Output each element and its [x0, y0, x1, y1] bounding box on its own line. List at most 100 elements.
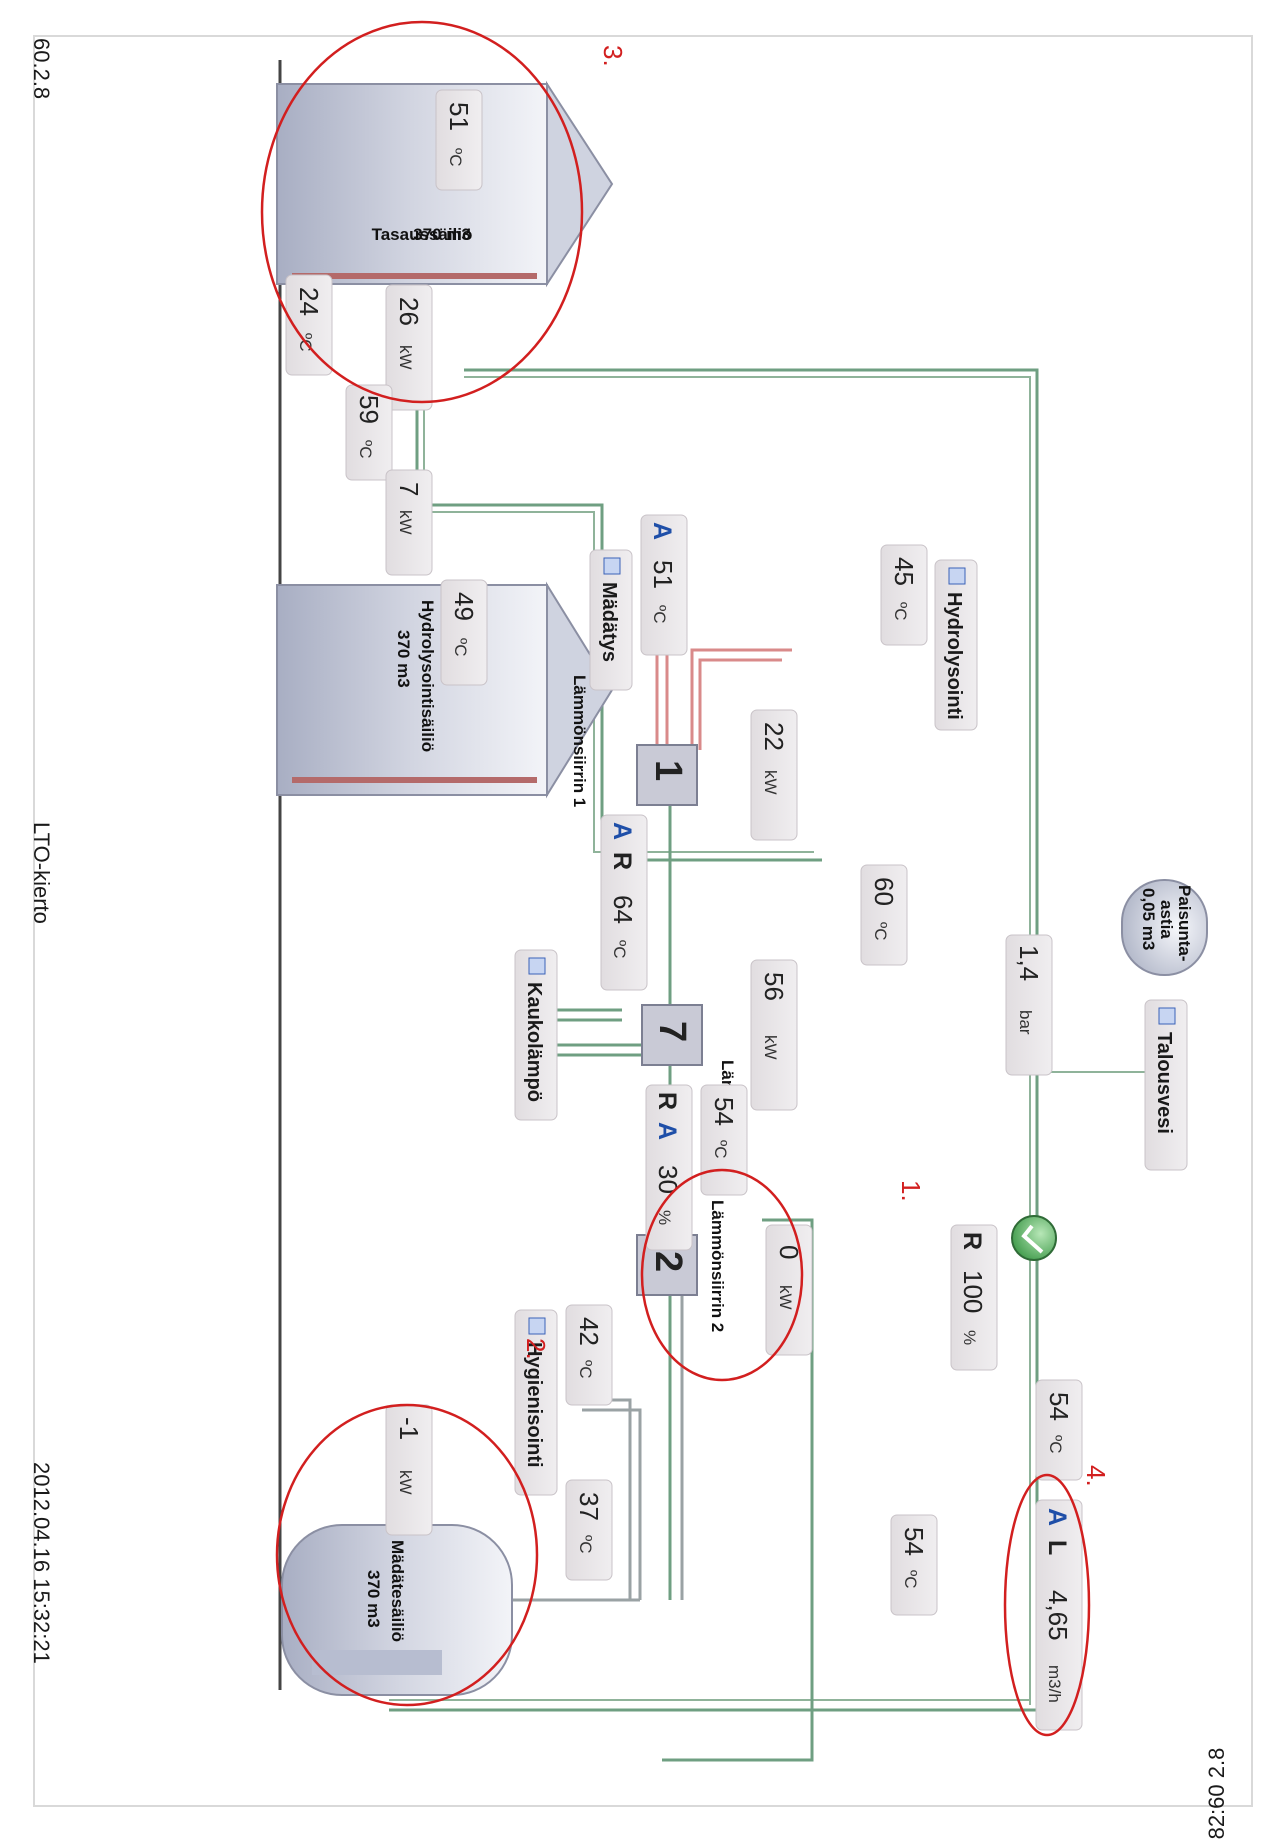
footer-code: gd 82:60 2.8	[1204, 1748, 1229, 1842]
heat-exchanger-icon	[636, 744, 698, 806]
reading-value: 54	[709, 1097, 739, 1126]
tank-paisunta-name1: Paisunta-	[1175, 885, 1194, 962]
reading-unit: %	[655, 1210, 674, 1225]
circuit-tag-madatys[interactable]: Mädätys	[589, 549, 633, 691]
reading-value: 54	[1044, 1392, 1074, 1421]
tank-tasaus-name: Tasaussäiliö	[372, 225, 473, 244]
square-tag-icon	[948, 567, 966, 585]
reading-kauko-valve[interactable]: R A 30 %	[645, 1084, 693, 1251]
mode-indicator: A	[648, 522, 676, 540]
reading-value: 22	[759, 722, 789, 751]
reading-unit: kW	[761, 1035, 780, 1060]
reading-unit: kW	[396, 510, 415, 535]
hx1-number: 1	[647, 760, 689, 781]
reading-tasaus-out-temp: 59 ºC	[345, 384, 393, 481]
square-tag-icon	[528, 957, 546, 975]
reading-value: 49	[449, 592, 479, 621]
heat-exchanger-icon	[641, 1004, 703, 1066]
reading-value: 0	[774, 1245, 804, 1259]
circuit-tag-hygienisointi[interactable]: Hygienisointi	[514, 1309, 558, 1496]
mode-indicator: R	[653, 1092, 681, 1110]
annotations: 3. 1. 2. 4.	[260, 20, 1111, 1737]
reading-hx1-power: 22 kW	[750, 709, 798, 841]
heat-exchanger-1[interactable]: 1 Lämmönsiirrin 1	[570, 675, 698, 807]
tank-paisunta-volume: 0,05 m3	[1139, 888, 1158, 950]
reading-unit: ºC	[901, 1570, 920, 1589]
reading-value: 1,4	[1014, 945, 1044, 981]
reading-value: 37	[574, 1492, 604, 1521]
mode-indicator: A	[653, 1122, 681, 1140]
reading-value: 51	[648, 560, 678, 589]
page-title: LTO-kierto	[29, 822, 54, 924]
annotation-marker-3: 3.	[598, 45, 628, 67]
hx2-label: Lämmönsiirrin 2	[708, 1200, 727, 1332]
reading-value: 4,65	[1043, 1590, 1073, 1641]
reading-value: 54	[899, 1527, 929, 1556]
reading-unit: ºC	[871, 922, 890, 941]
circuit-tag-kaukolampo[interactable]: Kaukolämpö	[514, 949, 558, 1121]
annotation-circle-2	[275, 1403, 539, 1707]
reading-unit: %	[960, 1330, 979, 1345]
reading-value: 100	[958, 1270, 988, 1313]
page-number: 60.2.8	[29, 38, 54, 99]
tank-paisunta: Paisunta- astia 0,05 m3	[1121, 879, 1208, 976]
reading-value: 56	[759, 972, 789, 1001]
reading-unit: ºC	[1046, 1435, 1065, 1454]
reading-unit: ºC	[576, 1535, 595, 1554]
annotation-circle-1	[640, 1168, 804, 1382]
reading-hx1-return-temp: 60 ºC	[860, 864, 908, 966]
reading-value: 26	[394, 297, 424, 326]
reading-unit: ºC	[711, 1140, 730, 1159]
reading-paisunta-pressure: 1,4 bar	[1005, 934, 1053, 1076]
annotation-marker-4: 4.	[1081, 1465, 1111, 1487]
reading-madatys-temp: A 51 ºC	[640, 514, 688, 656]
reading-hx7-out-temp: 54 ºC	[700, 1084, 748, 1196]
reading-value: 59	[354, 395, 384, 424]
reading-unit: ºC	[451, 638, 470, 657]
reading-flow[interactable]: A L 4,65 m3/h	[1035, 1499, 1083, 1731]
reading-tasaus-power: 26 kW	[385, 284, 433, 411]
tank-hydrolyysi-name: Hydrolysointisäiliö	[418, 600, 437, 752]
reading-unit: ºC	[356, 440, 375, 459]
reading-unit: kW	[396, 345, 415, 370]
reading-unit: ºC	[610, 940, 629, 959]
circuit-hydrolysointi-label: Hydrolysointi	[943, 592, 965, 720]
reading-unit: m3/h	[1045, 1665, 1064, 1703]
reading-value: 42	[574, 1317, 604, 1346]
reading-return-temp: 54 ºC	[890, 1514, 938, 1616]
reading-value: 64	[608, 895, 638, 924]
reading-pump-speed[interactable]: R 100 %	[950, 1224, 998, 1371]
reading-value: -1	[394, 1417, 424, 1440]
circuit-tag-hydrolysointi[interactable]: Hydrolysointi	[934, 559, 978, 731]
reading-tasaus-in-temp: 24 ºC	[285, 274, 333, 376]
reading-value: 7	[394, 482, 424, 496]
reading-hydro-power: 7 kW	[385, 469, 433, 576]
reading-value: 45	[889, 557, 919, 586]
tank-madate-name: Mädätesäiliö	[388, 1540, 407, 1642]
mode-indicator: L	[1043, 1540, 1071, 1555]
mode-indicator: R	[958, 1232, 986, 1250]
annotation-marker-2: 2.	[521, 1338, 551, 1360]
reading-value: 30	[653, 1165, 683, 1194]
hx2-number: 2	[647, 1251, 689, 1272]
reading-hyg-temp2: 37 ºC	[565, 1479, 613, 1581]
reading-hyg-temp1: 42 ºC	[565, 1304, 613, 1406]
reading-hydro-temp: 49 ºC	[440, 579, 488, 686]
reading-value: 60	[869, 877, 899, 906]
reading-tasaus-temp: 51 ºC	[435, 89, 483, 191]
reading-unit: ºC	[446, 148, 465, 167]
circuit-talousvesi-label: Talousvesi	[1153, 1032, 1175, 1134]
annotation-circle-4	[1003, 1473, 1091, 1737]
reading-unit: kW	[776, 1285, 795, 1310]
annotation-circle-3	[260, 20, 584, 404]
tank-madate-volume: 370 m3	[364, 1570, 383, 1628]
circuit-kaukolampo-label: Kaukolämpö	[523, 982, 545, 1102]
reading-unit: ºC	[891, 602, 910, 621]
square-tag-icon	[1158, 1007, 1176, 1025]
circuit-madatys-label: Mädätys	[598, 582, 620, 662]
tank-madate: Mädätesäiliö 370 m3	[281, 1524, 513, 1696]
circuit-tag-talousvesi[interactable]: Talousvesi	[1144, 999, 1188, 1171]
hx1-label: Lämmönsiirrin 1	[570, 675, 589, 807]
pump-icon[interactable]	[1011, 1215, 1057, 1261]
